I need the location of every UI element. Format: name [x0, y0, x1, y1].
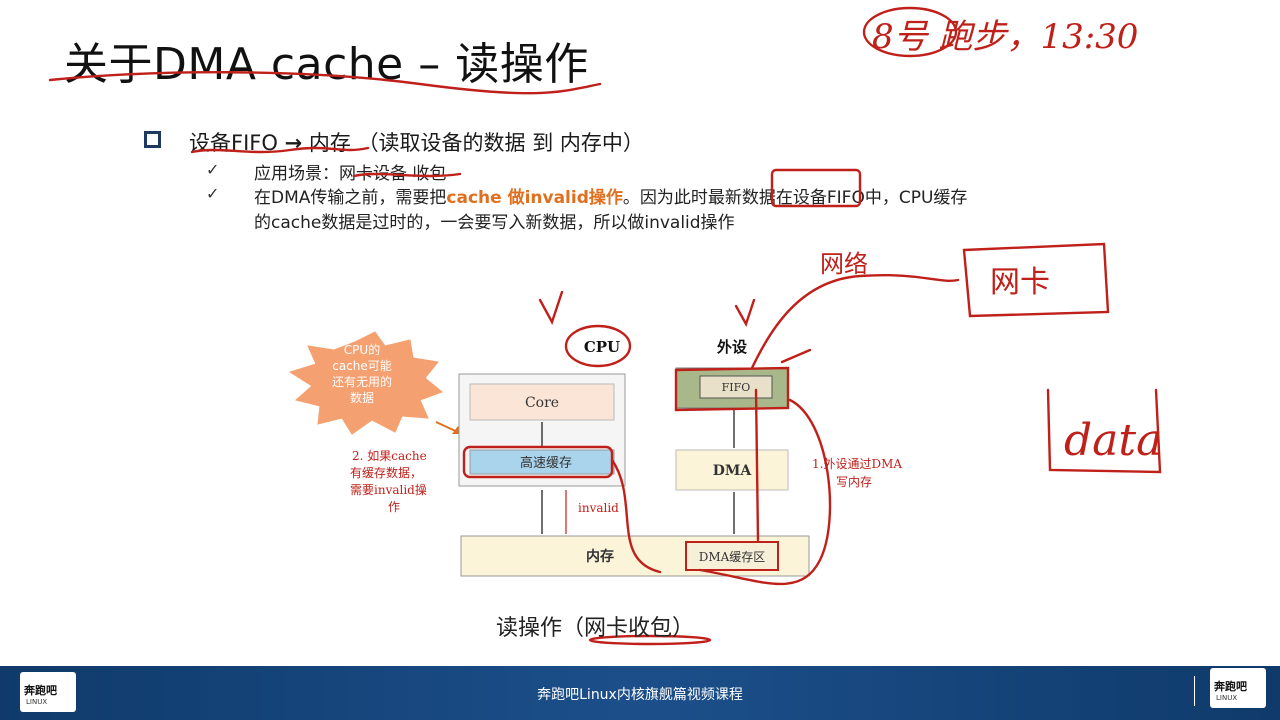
note-left-4: 作 — [388, 500, 400, 514]
text-latest-data: 最新数据 — [707, 188, 776, 208]
invalid-label: invalid — [578, 501, 619, 515]
top-right-oval — [862, 6, 958, 58]
note-left-2: 有缓存数据， — [350, 465, 422, 480]
handwriting-layer — [48, 71, 1162, 646]
dma-buffer-label: DMA缓存区 — [699, 550, 766, 564]
square-bullet-icon — [144, 131, 161, 148]
dma-label: DMA — [713, 463, 753, 479]
data-label: data — [1064, 415, 1162, 466]
note-left-1: 2. 如果cache — [352, 448, 427, 463]
logo-right-sub: LINUX — [1216, 694, 1238, 702]
burst-line-4: 数据 — [350, 390, 374, 405]
burst-shape — [288, 331, 443, 435]
logo-left: 奔跑吧 LINUX — [20, 672, 76, 712]
caption-underline — [588, 634, 712, 646]
burst-line-1: CPU的 — [344, 342, 380, 357]
logo-left-sub: LINUX — [26, 698, 48, 706]
net-curve — [750, 274, 960, 370]
slide-title: 关于DMA cache – 读操作 — [64, 39, 589, 90]
netcard-label: 网卡 — [990, 265, 1050, 300]
sub-bullet-line2: 的cache数据是过时的，一会要写入新数据，所以做invalid操作 — [254, 213, 735, 233]
logo-right: 奔跑吧 LINUX — [1210, 668, 1266, 708]
burst-line-2: cache可能 — [332, 359, 392, 373]
sub-bullet-line1: 在DMA传输之前，需要把cache 做invalid操作。因为此时最新数据在设备… — [254, 183, 967, 208]
netcard-box — [962, 242, 1110, 318]
dma-box — [675, 449, 789, 491]
cpu-label: CPU — [584, 338, 620, 356]
bullet-part-desc: （读取设备的数据 到 内存中） — [357, 131, 644, 155]
data-bracket — [1046, 388, 1162, 474]
text-seg: 在DMA传输之前，需要把 — [254, 188, 447, 208]
fifo-label: FIFO — [722, 381, 751, 394]
title-underline — [48, 71, 602, 95]
checkmark-icon: ✓ — [206, 160, 220, 179]
checkmark-cpu — [538, 290, 564, 325]
footer-title: 奔跑吧Linux内核旗舰篇视频课程 — [537, 687, 743, 703]
diagram-canvas: CPU的 cache可能 还有无用的 数据 CPU Core 高速缓存 外设 F… — [48, 6, 1162, 646]
text-seg: 在设备FIFO中，CPU缓存 — [775, 188, 968, 208]
invalid-loop — [610, 458, 662, 574]
top-right-note: 8号 跑步，13:30 — [872, 17, 1138, 57]
cache-label: 高速缓存 — [520, 455, 572, 471]
logo-left-text: 奔跑吧 — [24, 684, 57, 697]
dma-return-loop — [698, 398, 832, 586]
fifo-box — [699, 375, 773, 399]
periph-arrow — [780, 348, 812, 364]
note-left-3: 需要invalid操 — [350, 482, 427, 497]
core-label: Core — [525, 395, 559, 411]
memory-label: 内存 — [586, 548, 614, 565]
fifo-highlight — [674, 366, 790, 412]
dma-buffer-box — [685, 541, 779, 571]
highlight-invalid: cache 做invalid操作 — [446, 188, 623, 208]
note-right-1: 1.外设通过DMA — [812, 457, 902, 471]
cpu-circle — [564, 324, 632, 368]
burst-line-3: 还有无用的 — [332, 374, 392, 389]
bullet-underline — [190, 146, 370, 154]
core-box — [469, 383, 615, 421]
scenario-label: 应用场景： — [254, 164, 339, 184]
checkmark-icon: ✓ — [206, 184, 220, 203]
diagram-caption: 读操作（网卡收包） — [496, 616, 695, 641]
text-seg: 。因为此时 — [622, 188, 708, 208]
note-right-2: 写内存 — [836, 475, 872, 489]
dma-path — [754, 388, 760, 542]
latest-data-box — [770, 168, 862, 208]
net-label: 网络 — [820, 250, 868, 278]
footer-bar — [0, 666, 1280, 720]
scenario-underline — [352, 172, 462, 178]
checkmark-periph — [734, 298, 756, 327]
periph-label: 外设 — [716, 338, 747, 356]
logo-right-text: 奔跑吧 — [1214, 680, 1247, 693]
footer-divider — [1194, 676, 1195, 706]
